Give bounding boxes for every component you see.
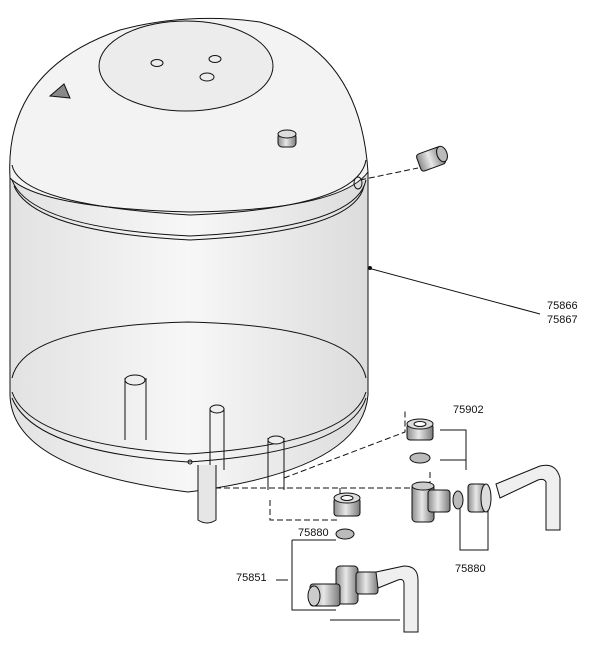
outer-pipe bbox=[198, 465, 216, 523]
label-75851: 75851 bbox=[236, 572, 267, 584]
nut-side bbox=[468, 484, 491, 512]
washer-side bbox=[453, 491, 463, 509]
top-plate-hole-2 bbox=[209, 56, 221, 63]
washer-left bbox=[336, 529, 354, 539]
top-plate bbox=[99, 21, 273, 111]
inner-pipe-1 bbox=[125, 375, 146, 440]
label-75902: 75902 bbox=[453, 404, 484, 416]
top-knob bbox=[278, 130, 296, 147]
nut-75880 bbox=[334, 493, 360, 516]
tank-bottom-rim bbox=[12, 322, 366, 378]
tank bbox=[10, 18, 368, 523]
leader-75866 bbox=[368, 267, 540, 315]
bent-pipe-bottom bbox=[376, 566, 418, 632]
tank-band-lower bbox=[12, 180, 366, 236]
tank-bottom-band bbox=[12, 392, 366, 454]
fitting-group-right bbox=[407, 419, 560, 550]
drain-dot bbox=[188, 460, 192, 464]
label-75867: 75867 bbox=[547, 314, 578, 326]
tank-body bbox=[10, 172, 368, 492]
vent-triangle bbox=[50, 84, 70, 98]
elbow-fitting bbox=[412, 482, 450, 522]
tank-top-band bbox=[12, 160, 366, 215]
top-plate-hole-1 bbox=[151, 60, 163, 67]
label-75880-right: 75880 bbox=[455, 563, 486, 575]
side-fitting bbox=[360, 145, 449, 180]
fitting-group-left bbox=[276, 493, 418, 632]
label-75866: 75866 bbox=[547, 300, 578, 312]
washer-right bbox=[410, 453, 430, 463]
bent-pipe-right bbox=[496, 465, 560, 530]
tank-band-lower2 bbox=[14, 186, 364, 240]
nut-75902 bbox=[407, 419, 433, 440]
inner-pipe-2 bbox=[210, 405, 224, 470]
tee-fitting bbox=[308, 566, 378, 606]
inner-pipe-3 bbox=[268, 436, 284, 490]
side-port bbox=[354, 177, 362, 189]
top-plate-hole-3 bbox=[200, 73, 214, 81]
label-75880-top: 75880 bbox=[298, 527, 329, 539]
